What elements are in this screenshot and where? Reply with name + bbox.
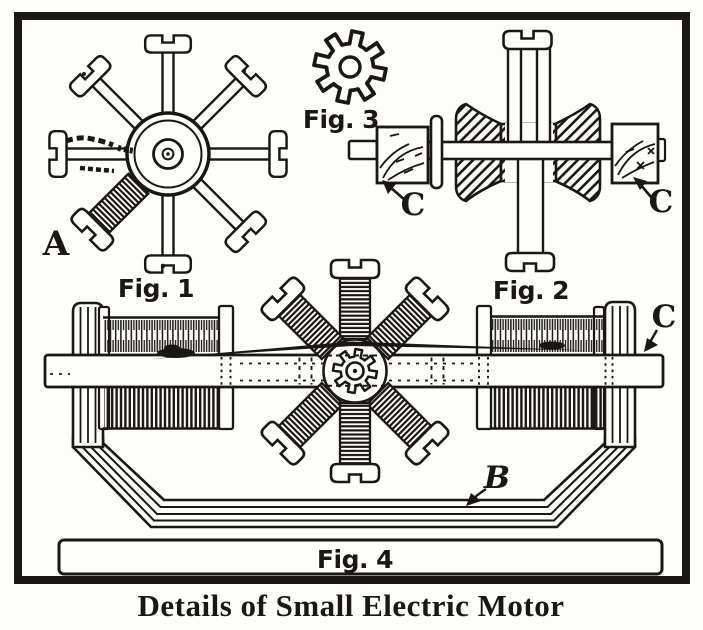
fig1-label: Fig. 1 <box>118 274 194 303</box>
part-label-frame: B <box>483 460 510 496</box>
fig2-pointer-right: C <box>633 177 673 220</box>
fig2-bearing-block-right <box>610 122 660 185</box>
figure-caption: Details of Small Electric Motor <box>138 588 565 623</box>
fig3-label: Fig. 3 <box>303 105 379 134</box>
fig2-fiber-disc <box>429 114 444 190</box>
fig2-label: Fig. 2 <box>493 276 569 305</box>
cap-rivet <box>82 72 86 76</box>
fig4-label: Fig. 4 <box>317 545 393 574</box>
fig4-pointer-c: C <box>644 299 676 352</box>
part-label-c-right: C <box>649 184 674 220</box>
fig3-gear: Fig. 3 <box>303 22 395 134</box>
fig4-bar-hidden-edges <box>327 354 384 387</box>
fig4-axle-wire <box>150 341 588 359</box>
fig4-field-coil-left <box>97 304 235 431</box>
cap-rivet <box>242 69 246 73</box>
fig2-shaft-stub-left <box>347 139 379 161</box>
fig4-motor-side-view: C B Fig. 4 <box>43 258 676 576</box>
fig2-pointer-left: C <box>382 180 425 223</box>
fig1-ink-smudges <box>65 135 135 174</box>
fig2-shaft-assembly: C C Fig. 2 <box>347 29 673 305</box>
fig4-base-board <box>57 538 664 576</box>
fig4-field-coil-right <box>475 304 606 431</box>
cap-rivet <box>160 263 166 269</box>
part-label-c-bar: C <box>652 299 677 335</box>
fig1-armature-wheel: A Fig. 1 <box>42 34 288 303</box>
fig4-armature-wheel <box>258 258 452 484</box>
part-label-c-left: C <box>401 187 426 223</box>
figure-border <box>14 12 690 584</box>
fig2-bearing-block-left <box>375 125 430 185</box>
fig4-pointer-b: B <box>466 460 510 506</box>
fig4-hidden-dotted-lines <box>50 357 614 385</box>
part-label-armature: A <box>42 224 70 264</box>
